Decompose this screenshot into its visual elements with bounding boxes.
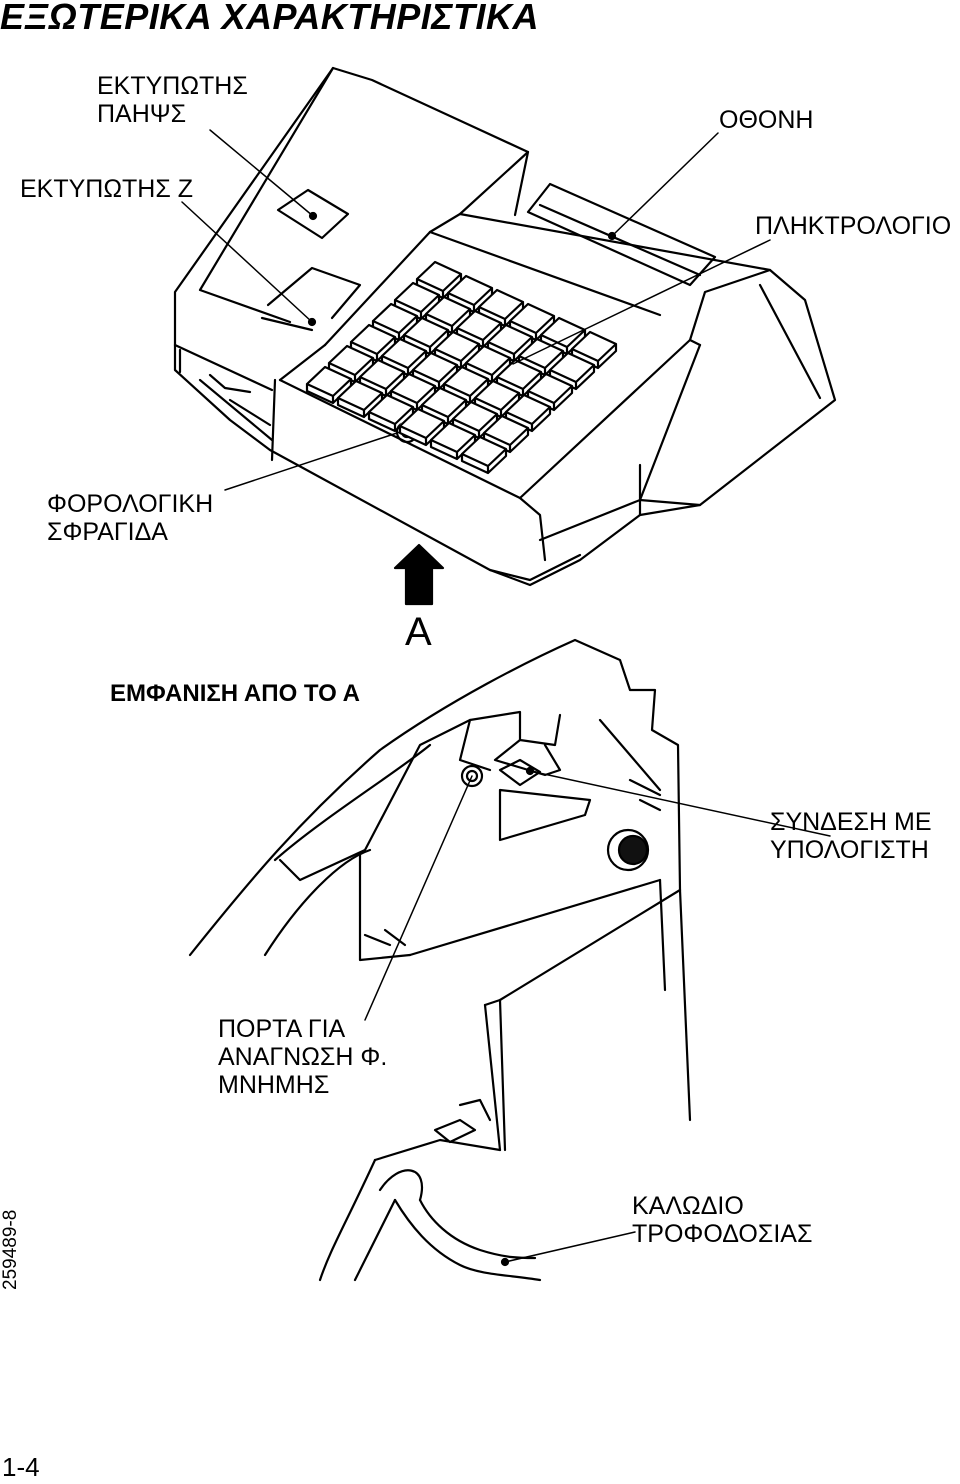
figure-code: 259489-8: [0, 1209, 21, 1290]
keyboard: [305, 260, 618, 475]
keyboard-key: [460, 435, 508, 475]
keyboard-key: [367, 393, 415, 433]
label-keyboard: ΠΛΗΚΤΡΟΛΟΓΙΟ: [755, 212, 952, 240]
back-view: [188, 638, 692, 1282]
label-fiscal-seal: ΦΟΡΟΛΟΓΙΚΗ ΣΦΡΑΓΙΔΑ: [47, 490, 214, 546]
label-view-a: A: [405, 610, 432, 654]
label-memory-port: ΠΟΡΤΑ ΓΙΑ ΑΝΑΓΝΩΣΗ Φ. ΜΝΗΜΗΣ: [218, 1015, 388, 1099]
label-display: ΟΘΟΝΗ: [719, 106, 814, 134]
label-pc-connection: ΣΥΝΔΕΣΗ ΜΕ ΥΠΟΛΟΓΙΣΤΗ: [770, 808, 932, 864]
page-title: ΕΞΩΤΕΡΙΚΑ ΧΑΡΑΚΤΗΡΙΣΤΙΚΑ: [0, 0, 540, 37]
register-body: [173, 66, 837, 587]
label-power-cable: ΚΑΛΩΔΙΟ ΤΡΟΦΟΔΟΣΙΑΣ: [632, 1192, 813, 1248]
label-printer-z: ΕΚΤΥΠΩΤΗΣ Ζ: [20, 175, 194, 203]
label-view-from-a: ΕΜΦΑΝΙΣΗ ΑΠΟ ΤΟ Α: [110, 680, 360, 707]
view-arrow-icon: [393, 543, 445, 606]
label-printer-receipt: ΕΚΤΥΠΩΤΗΣ ΠΑΗΨΣ: [97, 72, 248, 128]
page-number: 1-4: [2, 1452, 40, 1482]
